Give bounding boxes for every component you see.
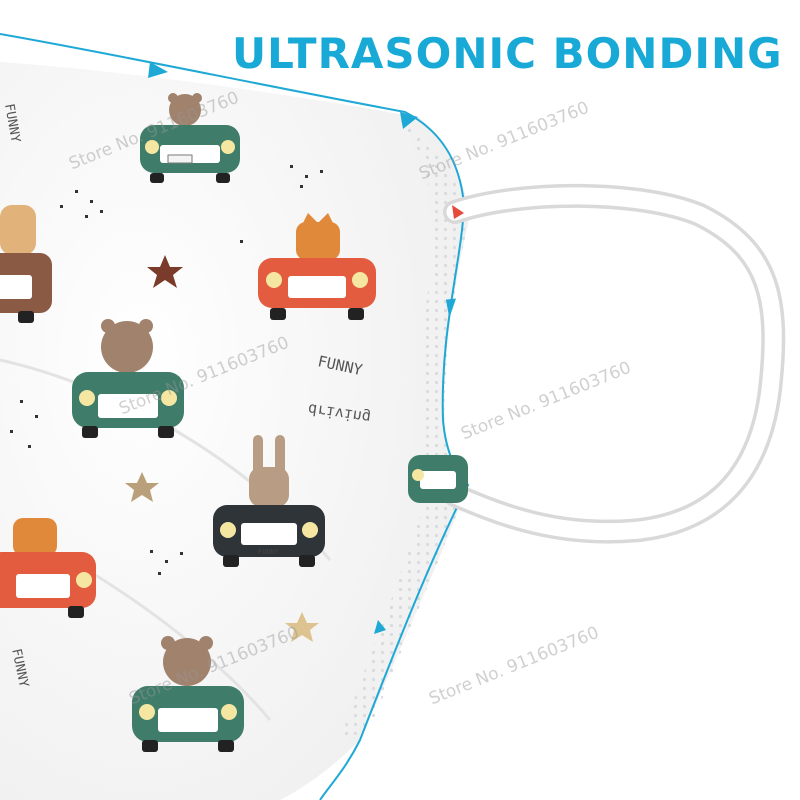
fox-driver-icon: [0, 518, 96, 618]
bear-driver-icon: [140, 93, 240, 183]
bear-driver-icon: [72, 319, 184, 438]
star-icon: [125, 255, 319, 642]
direction-arrow-icon: [148, 62, 457, 634]
plate-text: FUNNY: [258, 548, 280, 556]
fox-driver-icon: [258, 213, 376, 320]
leopard-driver-icon: [0, 205, 52, 323]
headline: ULTRASONIC BONDING: [232, 29, 783, 78]
car-icon: [408, 455, 468, 503]
bear-driver-icon: [132, 636, 244, 752]
ear-loop: [443, 183, 786, 544]
rabbit-driver-icon: [213, 435, 325, 567]
confetti-dots: [10, 165, 323, 575]
bonding-line: [0, 33, 470, 800]
weld-marker: [452, 205, 464, 219]
